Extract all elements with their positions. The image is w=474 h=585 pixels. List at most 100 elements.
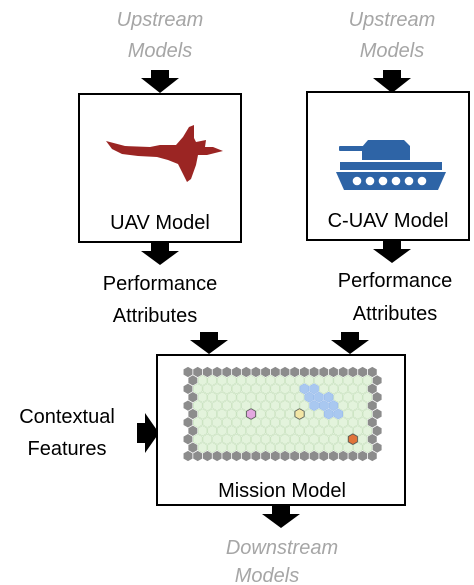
border-hex (261, 450, 271, 462)
field-hex (333, 442, 344, 454)
field-hex (256, 374, 266, 386)
border-hex (358, 450, 368, 462)
field-hex (212, 416, 222, 428)
border-hex (188, 392, 198, 403)
border-hex (290, 450, 300, 462)
field-hex (333, 391, 344, 403)
field-hex (207, 374, 217, 386)
field-hex (289, 400, 300, 412)
downstream-line2: Models (235, 565, 299, 585)
field-hex (265, 408, 276, 420)
field-hex (197, 374, 208, 386)
field-hex (348, 400, 358, 412)
field-hex (280, 400, 290, 412)
water-hex (309, 400, 319, 412)
field-hex (333, 374, 344, 386)
border-hex (348, 450, 358, 462)
field-hex (304, 408, 314, 420)
border-hex (270, 450, 280, 462)
water-hex (299, 383, 310, 395)
field-hex (309, 416, 319, 428)
border-hex (261, 366, 271, 378)
field-hex (362, 391, 373, 403)
border-hex (202, 366, 212, 378)
water-hex (314, 391, 324, 403)
border-hex (290, 366, 300, 378)
mission-model-label: Mission Model (218, 480, 346, 502)
field-hex (314, 442, 324, 454)
field-hex (357, 416, 368, 428)
field-hex (197, 442, 208, 454)
field-hex (202, 416, 213, 428)
hex-grid-map (183, 366, 382, 462)
mission-model-box: Mission Model (156, 354, 406, 506)
border-hex (338, 366, 348, 378)
arrow-performance-left (190, 332, 228, 354)
performance-right-line2: Attributes (353, 303, 437, 325)
border-hex (222, 366, 232, 378)
field-hex (319, 383, 329, 395)
border-hex (280, 450, 290, 462)
field-hex (309, 433, 319, 445)
field-hex (285, 408, 295, 420)
field-hex (285, 442, 295, 454)
border-hex (241, 450, 251, 462)
border-hex (188, 425, 198, 436)
field-hex (294, 374, 305, 386)
water-hex (304, 391, 314, 403)
field-hex (270, 416, 281, 428)
field-hex (246, 442, 256, 454)
border-hex (329, 450, 338, 462)
field-hex (260, 433, 271, 445)
upstream-right-line2: Models (360, 40, 424, 62)
field-hex (217, 425, 227, 437)
field-hex (348, 383, 358, 395)
field-hex (192, 400, 203, 412)
field-hex (236, 408, 247, 420)
border-hex (372, 442, 382, 453)
field-hex (256, 408, 266, 420)
border-hex (358, 366, 368, 378)
field-hex (256, 425, 266, 437)
water-hex (323, 391, 334, 403)
water-hex (328, 400, 339, 412)
field-hex (260, 383, 271, 395)
field-hex (294, 391, 305, 403)
field-hex (202, 400, 213, 412)
arrow-uav-out (141, 243, 179, 265)
border-hex (372, 375, 382, 386)
field-hex (275, 442, 285, 454)
field-hex (362, 425, 373, 437)
border-hex (299, 366, 309, 378)
border-hex (251, 450, 261, 462)
border-hex (212, 366, 222, 378)
contextual-line1: Contextual (19, 406, 115, 428)
border-hex (319, 450, 329, 462)
water-hex (319, 400, 329, 412)
field-hex (319, 416, 329, 428)
field-hex (212, 433, 222, 445)
field-hex (338, 433, 348, 445)
border-hex (232, 450, 241, 462)
field-hex (236, 425, 247, 437)
field-hex (197, 391, 208, 403)
performance-left-line1: Performance (103, 273, 218, 295)
arrow-upstream-right (373, 70, 411, 93)
field-hex (357, 433, 368, 445)
field-hex (265, 374, 276, 386)
field-hex (343, 391, 353, 403)
field-hex (275, 374, 285, 386)
field-hex (343, 425, 353, 437)
arrow-upstream-left (141, 70, 179, 93)
field-hex (304, 425, 314, 437)
field-hex (323, 442, 334, 454)
border-hex (193, 366, 203, 378)
field-hex (299, 400, 310, 412)
border-hex (193, 450, 203, 462)
upstream-left-line2: Models (128, 40, 192, 62)
field-hex (222, 416, 232, 428)
field-hex (222, 400, 232, 412)
field-hex (285, 425, 295, 437)
field-hex (275, 408, 285, 420)
